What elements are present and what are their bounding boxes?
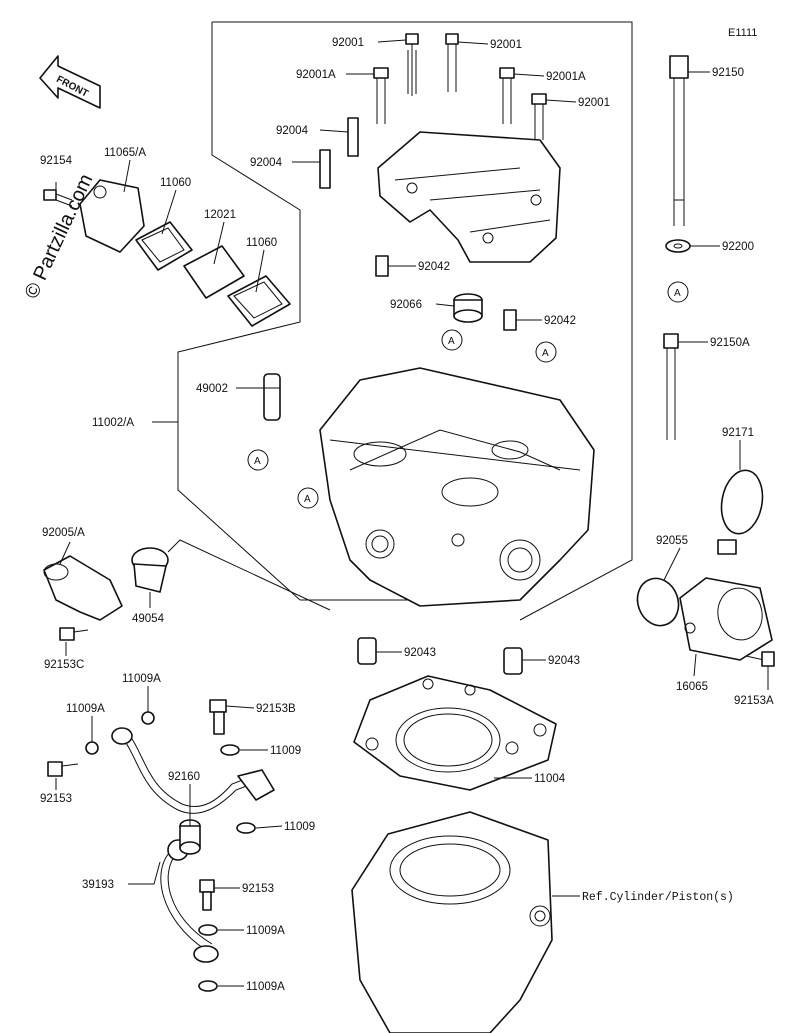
thermostat-cover-92005	[43, 555, 123, 621]
label-92001A-a: 92001A	[296, 69, 336, 81]
label-92200: 92200	[722, 241, 754, 253]
dowel-92042-b	[503, 309, 517, 331]
front-arrow-icon: FRONT	[39, 55, 101, 109]
label-16065: 16065	[676, 681, 708, 693]
o-ring-92055	[636, 577, 680, 627]
gasket-11060-a	[135, 221, 193, 271]
label-39193: 39193	[82, 879, 114, 891]
label-11004: 11004	[534, 773, 566, 785]
reed-cover-11065	[79, 179, 145, 253]
callout-a-4: A	[247, 449, 269, 471]
label-49054: 49054	[132, 613, 165, 625]
leader-lines	[55, 39, 769, 987]
callout-a-5: A	[297, 487, 319, 509]
label-92153C: 92153C	[44, 659, 84, 671]
bolt-92001-c	[531, 93, 547, 140]
washer-11009A-d	[198, 980, 218, 992]
bolt-92001A-b	[499, 67, 515, 124]
label-92042-b: 92042	[544, 315, 576, 327]
label-92001A-b: 92001A	[546, 71, 586, 83]
bolt-92153C	[59, 627, 89, 641]
svg-text:A: A	[448, 336, 455, 347]
bolt-92001A-a	[373, 67, 389, 124]
stud-92150A	[663, 333, 679, 440]
label-92043-b: 92043	[548, 655, 580, 667]
label-12021: 12021	[204, 209, 236, 221]
washer-11009A-b	[85, 741, 99, 755]
label-92005A: 92005/A	[42, 527, 85, 539]
pin-92004-a	[347, 117, 359, 157]
thermostat-49054	[131, 547, 169, 593]
bolt-92001-b	[445, 33, 459, 92]
svg-text:A: A	[542, 348, 549, 359]
label-11009-b: 11009	[284, 821, 315, 833]
bolt-92153B	[209, 699, 227, 735]
label-11060-b: 11060	[246, 237, 277, 249]
svg-text:A: A	[674, 288, 681, 299]
label-92004-b: 92004	[250, 157, 283, 169]
dowel-92042-a	[375, 255, 389, 277]
stud-92150	[669, 55, 689, 226]
label-92001-b: 92001	[490, 39, 522, 51]
callout-a-1: A	[667, 281, 689, 303]
label-92160: 92160	[168, 771, 200, 783]
label-92153A: 92153A	[734, 695, 774, 707]
label-11009A-d: 11009A	[246, 981, 285, 993]
dowel-92043-a	[357, 637, 377, 665]
clamp-92171	[717, 469, 764, 555]
label-11060-a: 11060	[160, 177, 191, 189]
bolt-92153-a	[47, 761, 79, 777]
cylinder-head-11002	[319, 367, 595, 607]
washer-11009A-a	[141, 711, 155, 725]
reed-valve-12021	[183, 245, 245, 299]
svg-text:A: A	[254, 456, 261, 467]
label-92001-c: 92001	[578, 97, 610, 109]
washer-92200	[665, 239, 691, 253]
svg-text:A: A	[304, 494, 311, 505]
label-11002A: 11002/A	[92, 417, 134, 429]
label-92150A: 92150A	[710, 337, 750, 349]
label-11009A-b: 11009A	[66, 703, 105, 715]
cylinder-ref	[351, 811, 553, 1033]
gasket-11060-b	[227, 275, 291, 327]
label-92042-a: 92042	[418, 261, 450, 273]
dowel-92043-b	[503, 647, 523, 675]
label-11009A-a: 11009A	[122, 673, 161, 685]
label-92153B: 92153B	[256, 703, 296, 715]
washer-11009-a	[220, 744, 240, 756]
label-92153-b: 92153	[242, 883, 274, 895]
label-ref-cylinder: Ref.Cylinder/Piston(s)	[582, 891, 734, 904]
label-92001-a: 92001	[332, 37, 364, 49]
label-92066: 92066	[390, 299, 422, 311]
label-11009A-c: 11009A	[246, 925, 285, 937]
label-49002: 49002	[196, 383, 228, 395]
washer-11009A-c	[198, 924, 218, 936]
label-92154: 92154	[40, 155, 73, 167]
head-gasket-11004	[353, 675, 557, 791]
seal-92066	[453, 293, 483, 323]
label-11065A: 11065/A	[104, 147, 146, 159]
valve-guide-49002	[263, 373, 281, 421]
part-labels: 92001 92001 92001A 92001A 92001 92004 92…	[40, 37, 774, 993]
diagram-code: E1111	[728, 27, 757, 39]
label-92043-a: 92043	[404, 647, 436, 659]
water-pipe-39193	[111, 727, 275, 963]
pin-92004-b	[319, 149, 331, 189]
callout-a-3: A	[535, 341, 557, 363]
label-92153-a: 92153	[40, 793, 72, 805]
washer-11009-b	[236, 822, 256, 834]
bolt-92001-a	[405, 33, 419, 96]
label-92055: 92055	[656, 535, 688, 547]
callout-a-2: A	[441, 329, 463, 351]
label-92150: 92150	[712, 67, 744, 79]
label-92004-a: 92004	[276, 125, 309, 137]
bolt-92153-b	[199, 879, 215, 911]
label-92171: 92171	[722, 427, 754, 439]
label-11009-a: 11009	[270, 745, 301, 757]
camshaft-holder	[377, 131, 561, 263]
intake-holder-16065	[679, 577, 773, 661]
